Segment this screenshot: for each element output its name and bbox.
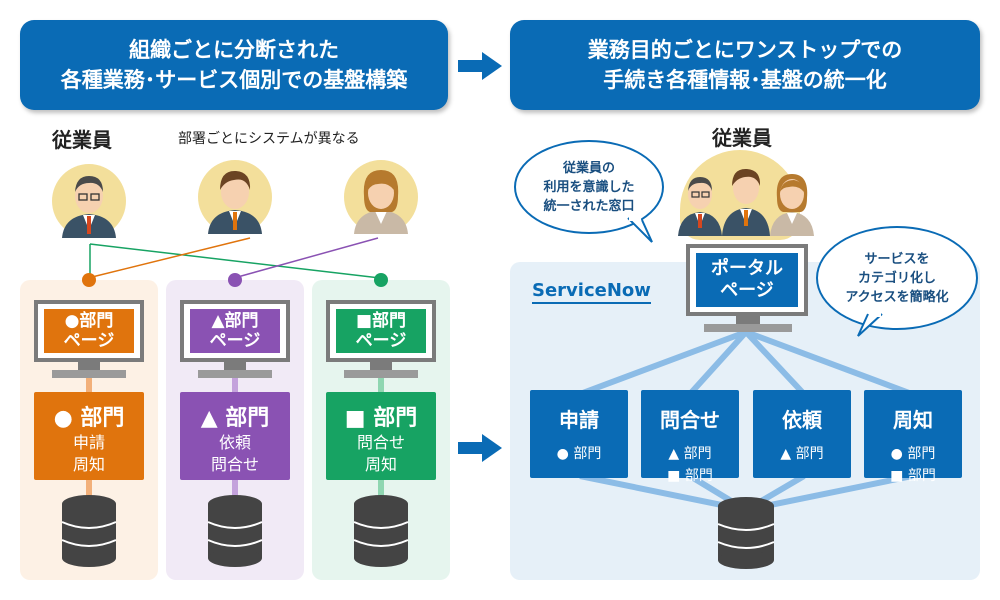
left-note: 部署ごとにシステムが異なる [178,131,360,147]
database-icon-central [717,497,775,569]
service-box-request-line1: ▲ 部門 [780,446,824,462]
header-right: 業務目的ごとにワンストップでの 手続き各種情報･基盤の統一化 [510,20,980,110]
monitor-dept-square: ■部門 ページ [326,300,436,362]
portal-line2: ページ [720,280,774,301]
portal-monitor: ポータル ページ [686,244,808,316]
screen-triangle-line2: ページ [209,331,261,351]
header-left-line2: 各種業務･サービス個別での基盤構築 [60,68,408,92]
bubble-right-line2: カテゴリ化し [857,270,936,286]
service-box-request: 依頼 ▲ 部門 [753,390,851,478]
service-box-notice-line2: ■ 部門 [890,468,936,484]
header-left: 組織ごとに分断された 各種業務･サービス個別での基盤構築 [20,20,448,110]
dept-box-square-line1: 問合せ [356,433,405,452]
screen-square-line2: ページ [355,331,407,351]
bubble-categorize: サービスを カテゴリ化し アクセスを簡略化 [816,226,978,330]
dept-box-circle-line2: 周知 [72,455,105,474]
servicenow-brand: ServiceNow [532,280,651,304]
bubble-left-tail [627,216,653,243]
screen-square-line1: ■部門 [355,311,407,331]
service-box-notice-title: 周知 [893,408,933,432]
dept-box-triangle-line1: 依頼 [218,433,251,452]
header-left-line1: 組織ごとに分断された [129,38,339,62]
screen-circle-line1: ●部門 [64,311,114,331]
service-box-inquiry-title: 問合せ [660,408,720,432]
service-box-inquiry-line2: ■ 部門 [667,468,713,484]
bubble-right-line3: アクセスを簡略化 [845,289,949,305]
employee-avatar-woman-icon [354,170,408,234]
bubble-left-line1: 従業員の [562,160,615,176]
dept-box-circle-line1: 申請 [72,433,105,452]
header-right-line2: 手続き各種情報･基盤の統一化 [603,68,887,92]
service-box-inquiry-line1: ▲ 部門 [668,446,712,462]
dept-box-square-line2: 周知 [364,455,397,474]
monitor-dept-circle: ●部門 ページ [34,300,144,362]
middle-arrow-icon [458,434,502,466]
dept-box-circle: ● 部門 申請 周知 [34,392,144,480]
top-arrow-icon [458,52,502,84]
service-box-notice-line1: ● 部門 [890,446,936,462]
bubble-right-tail [857,312,883,337]
database-icon-triangle [207,495,263,567]
screen-triangle-line1: ▲部門 [211,311,259,331]
service-box-application-title: 申請 [559,408,599,432]
right-employees-label: 従業員 [712,126,772,150]
bubble-left-line3: 統一された窓口 [543,198,635,214]
bubble-left-line2: 利用を意識した [543,179,635,195]
dept-box-triangle: ▲ 部門 依頼 問合せ [180,392,290,480]
database-icon-circle [61,495,117,567]
bubble-right-line1: サービスを [864,251,930,267]
left-wiring [87,237,381,279]
employee-group-icon [678,168,814,236]
dot-green [374,273,388,287]
servicenow-network-lines [578,329,914,513]
dept-box-triangle-line2: 問合せ [210,455,259,474]
dot-orange [82,273,96,287]
service-box-inquiry: 問合せ ▲ 部門 ■ 部門 [641,390,739,484]
dept-box-square: ■ 部門 問合せ 周知 [326,392,436,480]
dept-box-circle-title: ● 部門 [53,406,125,431]
employee-avatar-glasses-icon [62,176,116,238]
service-box-notice: 周知 ● 部門 ■ 部門 [864,390,962,484]
dept-box-square-title: ■ 部門 [344,406,418,431]
monitor-dept-triangle: ▲部門 ページ [180,300,290,362]
portal-line1: ポータル [711,258,783,279]
database-icon-square [353,495,409,567]
service-box-application-line1: ● 部門 [556,446,602,462]
left-employees-label: 従業員 [52,128,112,152]
screen-circle-line2: ページ [63,331,115,351]
header-right-line1: 業務目的ごとにワンストップでの [587,38,903,62]
dept-box-triangle-title: ▲ 部門 [200,406,270,431]
service-box-application: 申請 ● 部門 [530,390,628,478]
dot-purple [228,273,242,287]
service-box-request-title: 依頼 [782,408,822,432]
employee-avatar-man-icon [208,170,262,234]
